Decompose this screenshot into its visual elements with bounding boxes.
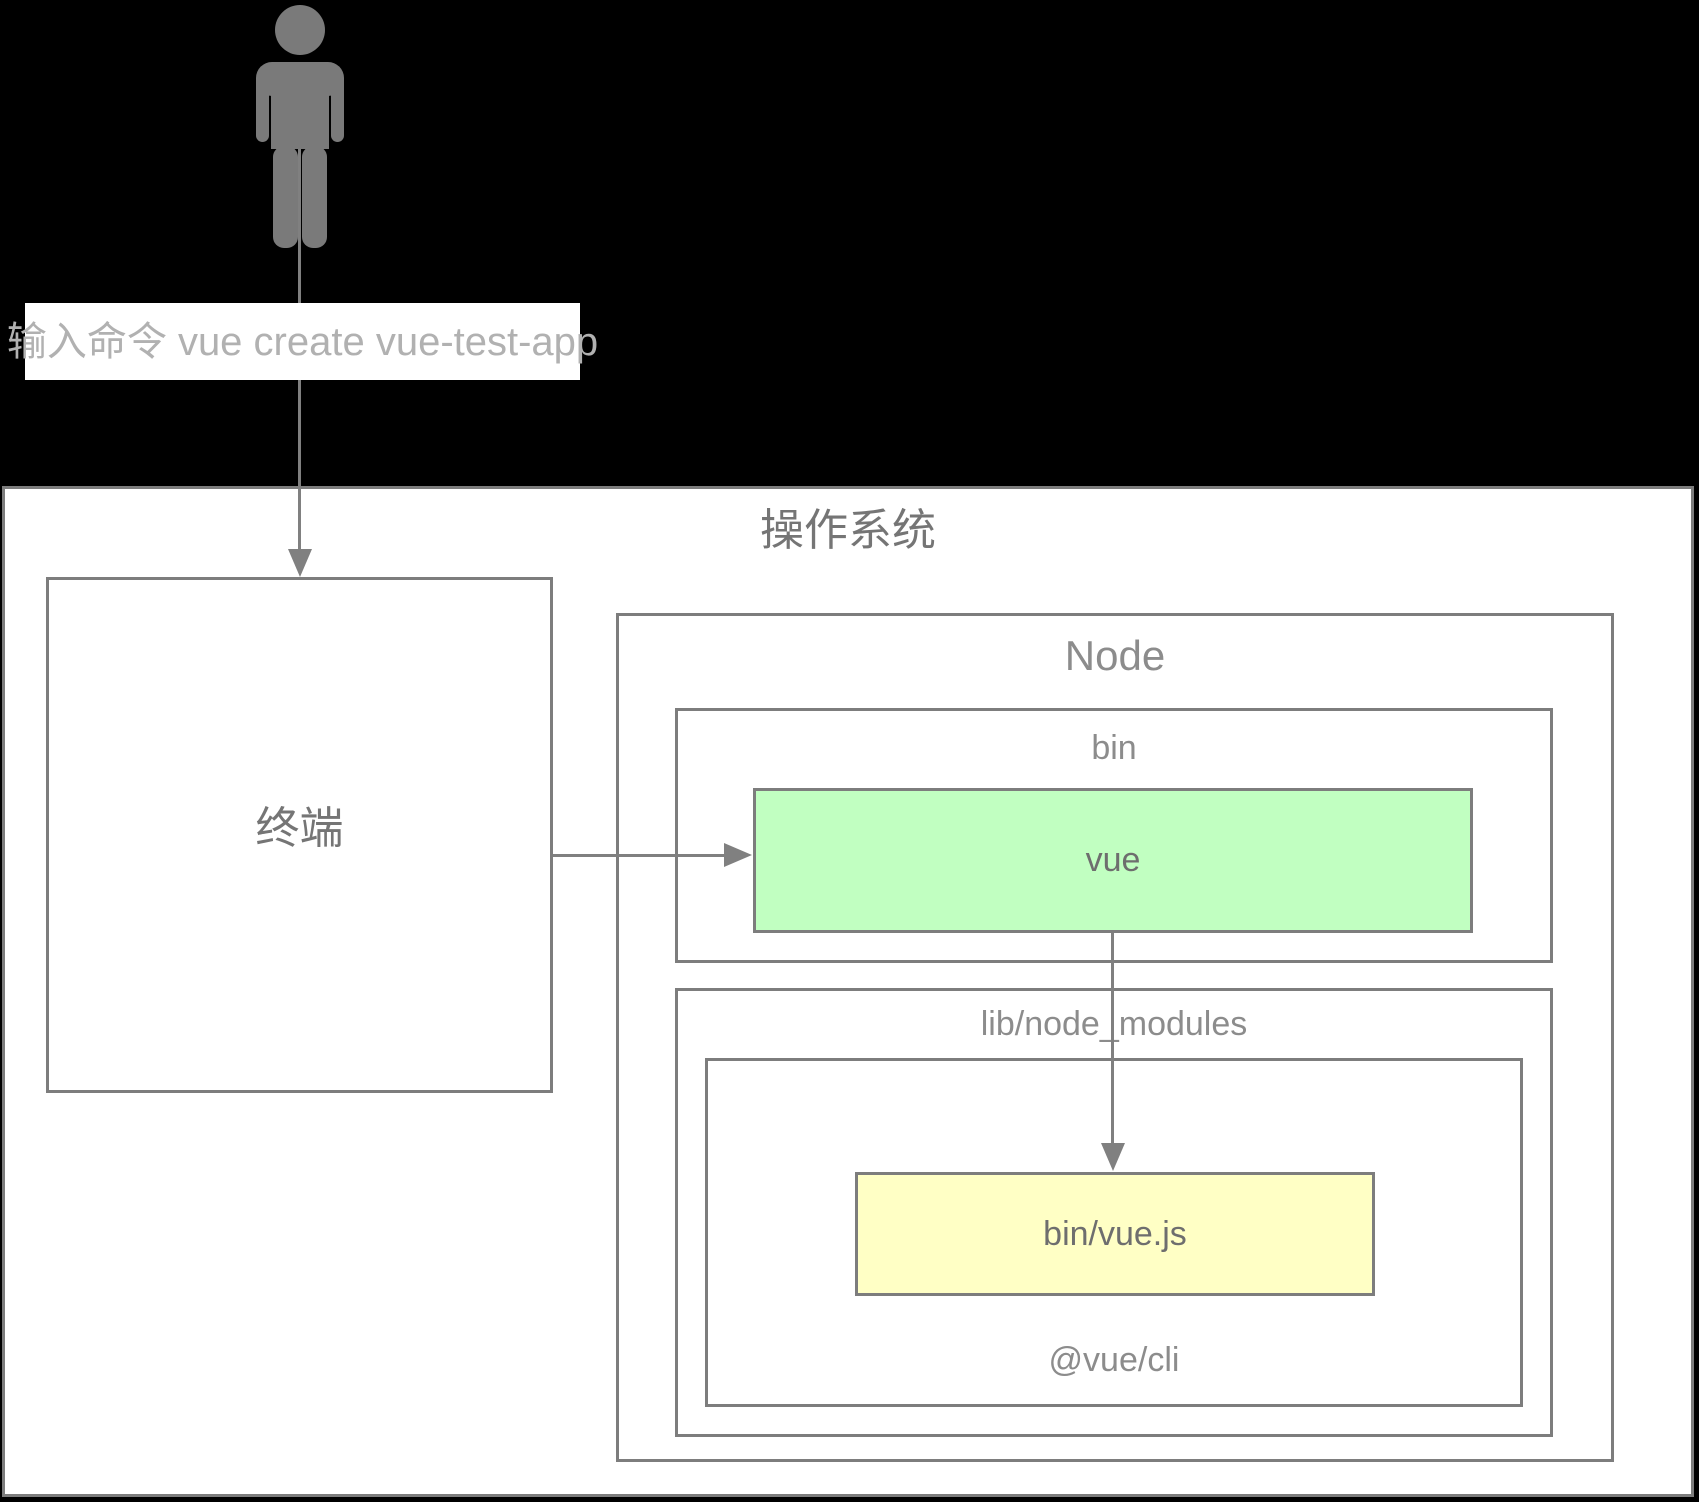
lib-node-modules-title: lib/node_modules — [980, 1005, 1248, 1043]
terminal-label: 终端 — [255, 804, 344, 853]
command-label: 输入命令 vue create vue-test-app — [6, 319, 599, 364]
terminal-box — [46, 577, 553, 1093]
node-title: Node — [1064, 632, 1166, 679]
vue-js-file-box — [855, 1172, 1375, 1296]
vue-binary-label: vue — [1085, 841, 1141, 879]
command-label-box: 输入命令 vue create vue-test-app — [7, 303, 598, 380]
person-icon — [245, 4, 355, 254]
arrow-terminal-to-vue-line — [553, 854, 725, 857]
arrow-vue-to-vuejs-head — [1101, 1143, 1125, 1171]
os-title: 操作系统 — [760, 506, 936, 555]
arrow-vue-to-vuejs-line — [1111, 933, 1114, 1143]
vue-js-file-label: bin/vue.js — [1043, 1215, 1187, 1253]
bin-title: bin — [1091, 729, 1137, 767]
arrow-terminal-to-vue-head — [724, 843, 752, 867]
vue-cli-package-label: @vue/cli — [1048, 1341, 1180, 1379]
arrow-person-to-terminal-head — [288, 549, 312, 577]
vue-binary-box — [753, 788, 1473, 933]
